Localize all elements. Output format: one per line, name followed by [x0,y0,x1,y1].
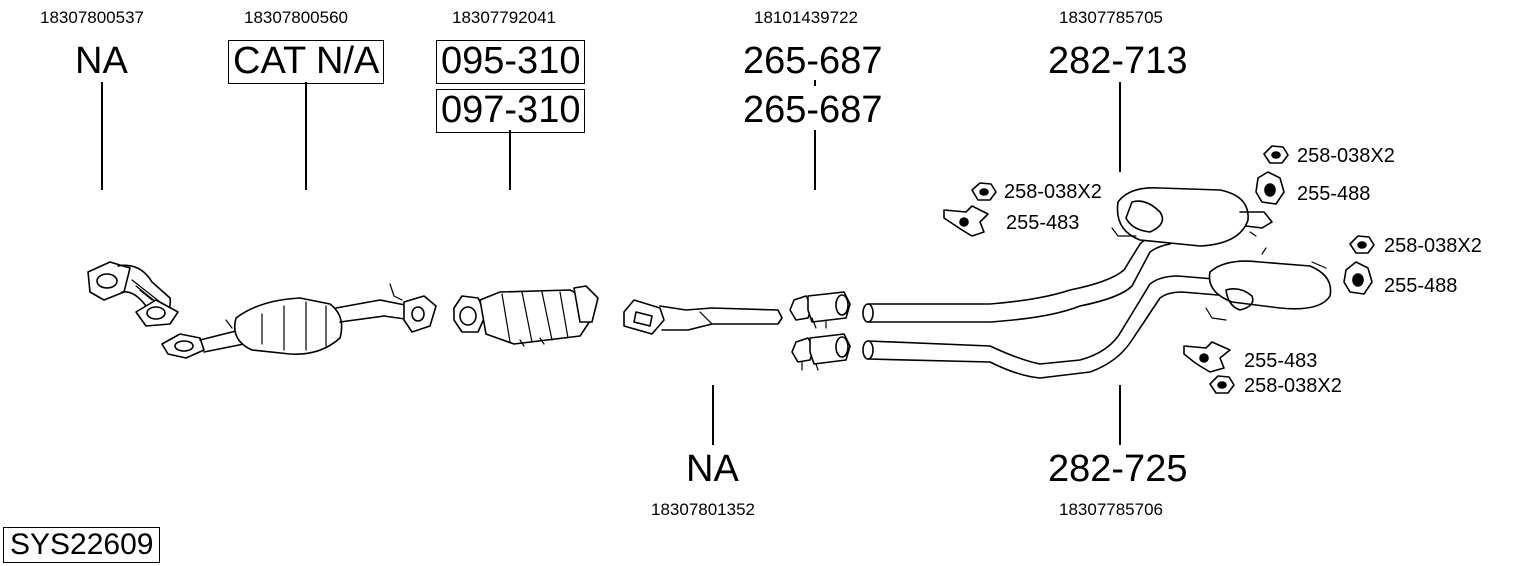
leader-line-rear-silencer-upper [1119,82,1121,172]
oem-number-center-pipe: 18307801352 [651,500,756,519]
rear-catalyst-drawing[interactable] [453,285,599,347]
hardware-label-nut-3: 258-038X2 [1384,235,1482,257]
front-pipe-drawing[interactable] [87,261,179,327]
leader-line-center-pipe [712,385,714,445]
part-number-front-pipe[interactable]: NA [75,40,128,82]
part-number-clamp-2[interactable]: 265-687 [743,89,883,131]
part-number-rear-catalyst-1[interactable]: 095-310 [436,40,586,84]
nut-icon [1209,375,1235,394]
nut-icon [1263,145,1289,164]
oem-number-rear-catalyst: 18307792041 [452,8,557,27]
part-number-center-pipe[interactable]: NA [686,448,739,490]
part-number-clamp-1[interactable]: 265-687 [743,40,883,82]
nut-icon [971,182,997,201]
rear-silencer-upper-drawing[interactable] [862,186,1273,323]
oem-number-clamps: 18101439722 [754,8,859,27]
oem-number-front-pipe: 18307800537 [40,8,145,27]
oem-number-catalyst: 18307800560 [244,8,349,27]
center-pipe-drawing[interactable] [623,299,783,335]
leader-line-rear-silencer-lower [1119,385,1121,445]
hardware-label-mount-3: 255-488 [1384,275,1458,297]
part-number-rear-silencer-lower[interactable]: 282-725 [1048,448,1188,490]
hardware-label-nut-2: 258-038X2 [1297,145,1395,167]
hardware-label-mount-4: 255-483 [1244,350,1318,372]
oem-number-rear-silencer-upper: 18307785705 [1059,8,1164,27]
part-number-rear-catalyst-2[interactable]: 097-310 [436,89,586,133]
rubber-mount-icon [1343,261,1373,295]
oem-number-rear-silencer-lower: 18307785706 [1059,500,1164,519]
leader-line-clamp-dot [814,80,816,86]
part-number-catalyst[interactable]: CAT N/A [228,40,385,84]
nut-icon [1349,235,1375,254]
hardware-label-mount-1: 255-483 [1006,212,1080,234]
rubber-mount-icon [1183,341,1231,373]
hardware-label-mount-2: 255-488 [1297,183,1371,205]
rubber-mount-icon [1255,171,1285,205]
catalyst-drawing[interactable] [161,283,437,359]
system-code-box: SYS22609 [3,527,161,563]
part-number-rear-silencer-upper[interactable]: 282-713 [1048,40,1188,82]
rubber-mount-icon [943,205,989,237]
hardware-label-nut-1: 258-038X2 [1004,181,1102,203]
leader-line-rear-catalyst [509,130,511,190]
rear-silencer-lower-drawing[interactable] [862,247,1332,379]
leader-line-catalyst [305,82,307,190]
clamps-drawing[interactable] [789,291,851,371]
hardware-label-nut-4: 258-038X2 [1244,375,1342,397]
leader-line-clamps [814,130,816,190]
leader-line-front-pipe [101,82,103,190]
